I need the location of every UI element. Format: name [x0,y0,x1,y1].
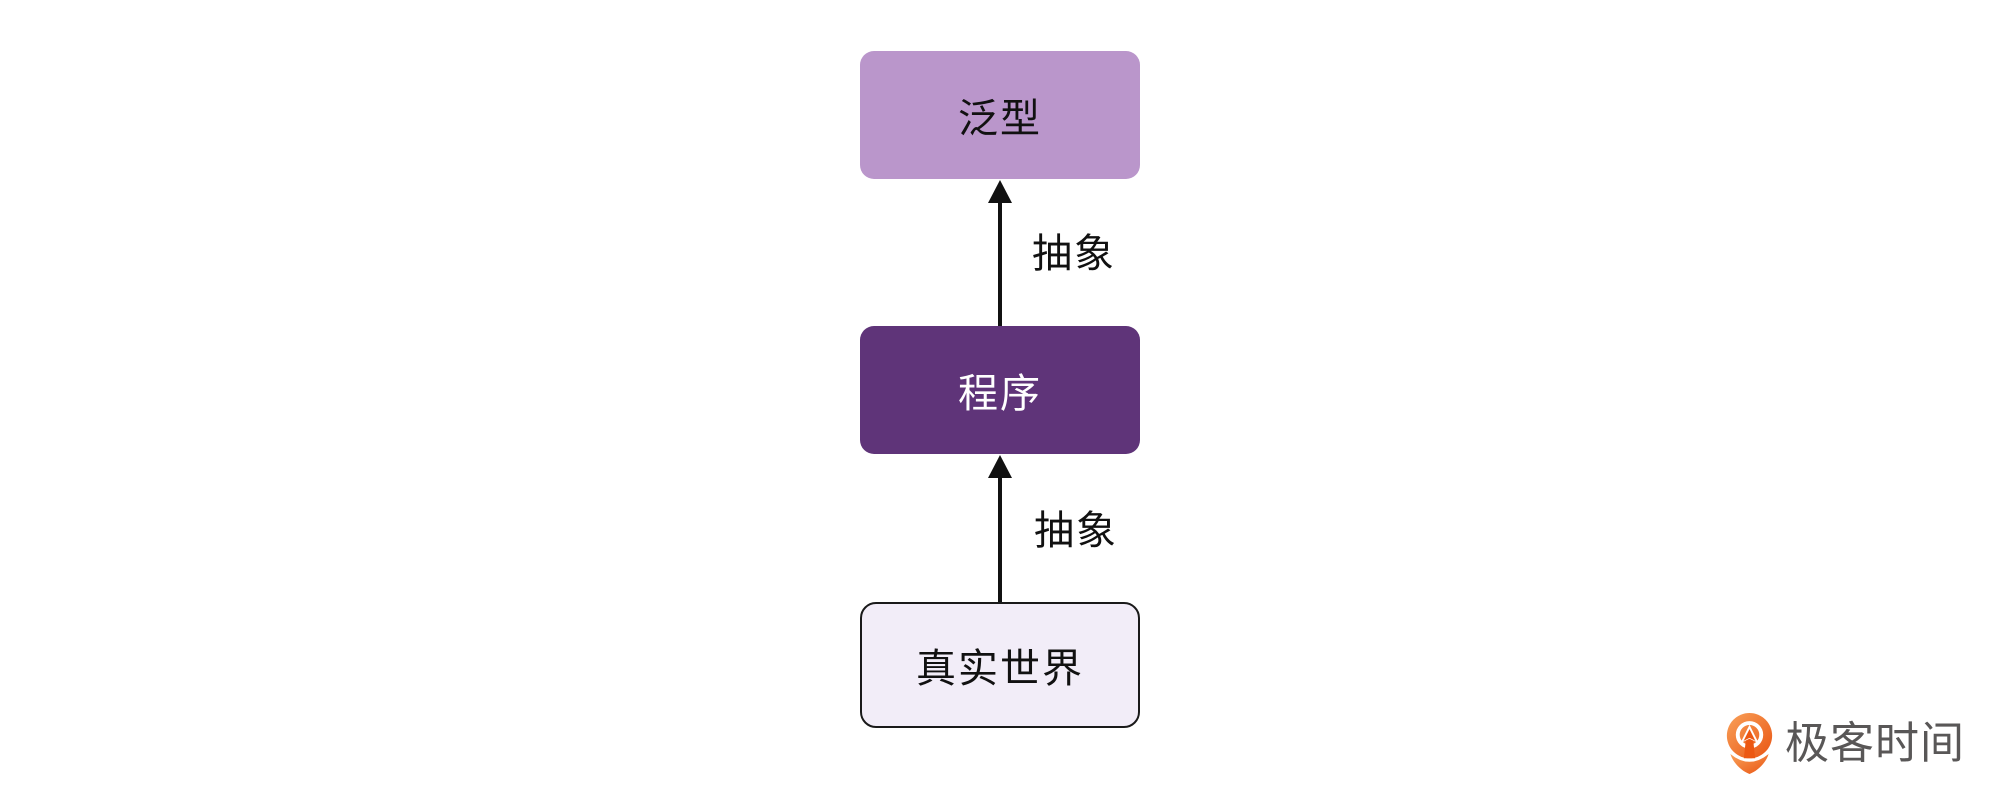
geektime-logo: 极客时间 [1726,712,1965,775]
arrow-line-program-to-generics [998,198,1002,326]
edge-label-abstraction-lower: 抽象 [1034,508,1118,554]
arrow-up-icon [988,455,1012,478]
node-program-label: 程序 [958,371,1042,417]
node-generics: 泛型 [860,51,1140,179]
arrow-up-icon [988,180,1012,203]
edge-label-abstraction-upper: 抽象 [1032,231,1116,277]
geektime-logo-text: 极客时间 [1785,717,1965,769]
node-real-world-label: 真实世界 [916,646,1084,692]
arrow-line-realworld-to-program [998,473,1002,602]
geektime-pin-icon [1726,713,1773,774]
node-real-world: 真实世界 [860,602,1140,728]
node-generics-label: 泛型 [958,96,1042,142]
node-program: 程序 [860,326,1140,454]
